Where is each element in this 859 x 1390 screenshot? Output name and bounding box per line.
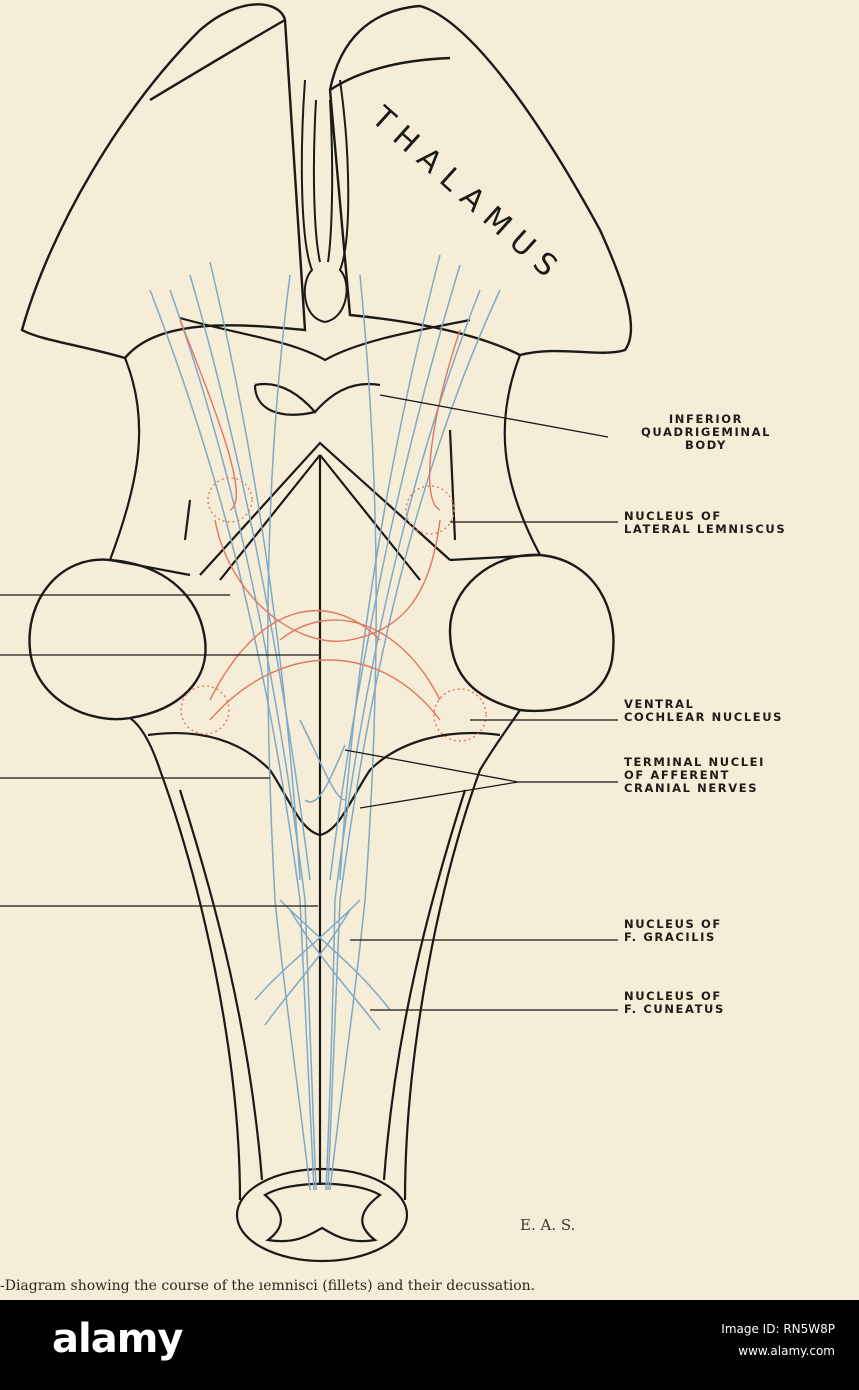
right-thalamus — [328, 4, 633, 357]
peduncles — [28, 553, 615, 721]
label-inferior-quadrigeminal-body: INFERIOR QUADRIGEMINAL BODY — [640, 412, 771, 452]
label-nucleus-lateral-lemniscus: NUCLEUS OF LATERAL LEMNISCUS — [624, 509, 787, 536]
brainstem-outline — [108, 316, 542, 1185]
brand-logo[interactable]: alamy — [52, 1316, 183, 1362]
pointer-lines — [0, 394, 618, 1011]
auditory-fibers — [179, 319, 487, 742]
image-id: Image ID: RN5W8P — [721, 1322, 835, 1336]
label-nucleus-cuneatus: NUCLEUS OF F. CUNEATUS — [624, 989, 725, 1016]
lemniscus-fibers — [149, 254, 501, 1191]
stock-meta: Image ID: RN5W8P www.alamy.com — [721, 1318, 835, 1362]
label-nucleus-gracilis: NUCLEUS OF F. GRACILIS — [624, 917, 722, 944]
figure-caption: -Diagram showing the course of the ıemni… — [0, 1278, 536, 1294]
third-ventricle — [300, 79, 350, 324]
thalamus-outline — [20, 3, 633, 360]
label-ventral-cochlear-nucleus: VENTRAL COCHLEAR NUCLEUS — [624, 697, 784, 724]
diagram-plate: THALAMUS INFERIOR QUADRIGEMINAL BODY NUC… — [0, 3, 787, 1294]
stock-footer: alamy Image ID: RN5W8P www.alamy.com — [0, 1300, 859, 1390]
artist-signature: E. A. S. — [520, 1216, 576, 1234]
spinal-cord-section — [235, 1167, 409, 1263]
label-terminal-nuclei: TERMINAL NUCLEI OF AFFERENT CRANIAL NERV… — [624, 755, 765, 795]
brainstem-diagram: THALAMUS — [0, 3, 633, 1263]
site-link[interactable]: www.alamy.com — [738, 1344, 835, 1358]
left-thalamus — [20, 3, 307, 360]
medulla-outline — [129, 709, 521, 1201]
